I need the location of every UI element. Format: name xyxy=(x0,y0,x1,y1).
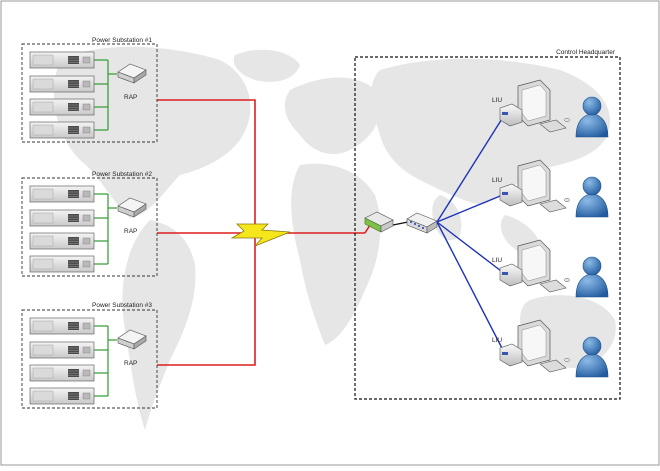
server-rack-icon xyxy=(29,185,95,203)
substation-3-title: Power Substation #3 xyxy=(92,302,152,309)
substation-1-box: Power Substation #1 xyxy=(21,37,158,143)
substation-1-title: Power Substation #1 xyxy=(92,37,152,44)
user-icon xyxy=(575,96,609,138)
server-links xyxy=(94,193,117,265)
workstation-4: LIU xyxy=(436,221,609,378)
lan-link xyxy=(436,113,506,223)
server-rack-icon xyxy=(29,387,95,405)
server-rack-icon xyxy=(29,364,95,382)
liu-label: LIU xyxy=(492,177,502,184)
workstation-icon xyxy=(499,239,570,293)
router-icon xyxy=(117,329,147,350)
liu-label: LIU xyxy=(492,97,502,104)
user-icon xyxy=(575,336,609,378)
modem-switch-link xyxy=(392,221,409,226)
substation-3-box: Power Substation #3 xyxy=(21,302,158,409)
rap-label: RAP xyxy=(124,228,137,235)
server-rack-icon xyxy=(29,232,95,250)
server-rack-icon xyxy=(29,209,95,227)
lan-link xyxy=(436,193,506,223)
modem-icon xyxy=(364,211,394,233)
workstation-icon xyxy=(499,319,570,373)
workstation-1: LIU xyxy=(436,79,609,223)
user-icon xyxy=(575,256,609,298)
liu-label: LIU xyxy=(492,337,502,344)
lan-link xyxy=(436,221,506,355)
substation-3-equipment: RAP xyxy=(29,317,147,405)
substation-2-equipment: RAP xyxy=(29,185,147,273)
substation-1-equipment: RAP xyxy=(29,51,147,139)
router-icon xyxy=(117,197,147,218)
server-rack-icon xyxy=(29,255,95,273)
rap-label: RAP xyxy=(124,360,137,367)
rap-label: RAP xyxy=(124,94,137,101)
substation-2-box: Power Substation #2 xyxy=(21,171,158,277)
control-headquarter-title: Control Headquarter xyxy=(556,49,616,56)
server-links xyxy=(94,325,117,397)
server-rack-icon xyxy=(29,317,95,335)
server-rack-icon xyxy=(29,98,95,116)
lightning-icon xyxy=(230,223,291,247)
workstation-2: LIU xyxy=(436,159,609,223)
user-icon xyxy=(575,176,609,218)
server-rack-icon xyxy=(29,75,95,93)
substation-2-title: Power Substation #2 xyxy=(92,171,152,178)
server-rack-icon xyxy=(29,121,95,139)
server-links xyxy=(94,59,117,131)
lan-link xyxy=(436,221,506,275)
workstation-icon xyxy=(499,159,570,213)
server-rack-icon xyxy=(29,341,95,359)
router-icon xyxy=(117,63,147,84)
workstation-3: LIU xyxy=(436,221,609,298)
server-rack-icon xyxy=(29,51,95,69)
liu-label: LIU xyxy=(492,257,502,264)
control-headquarter-box: Control Headquarter xyxy=(354,49,621,400)
workstation-icon xyxy=(499,79,570,133)
